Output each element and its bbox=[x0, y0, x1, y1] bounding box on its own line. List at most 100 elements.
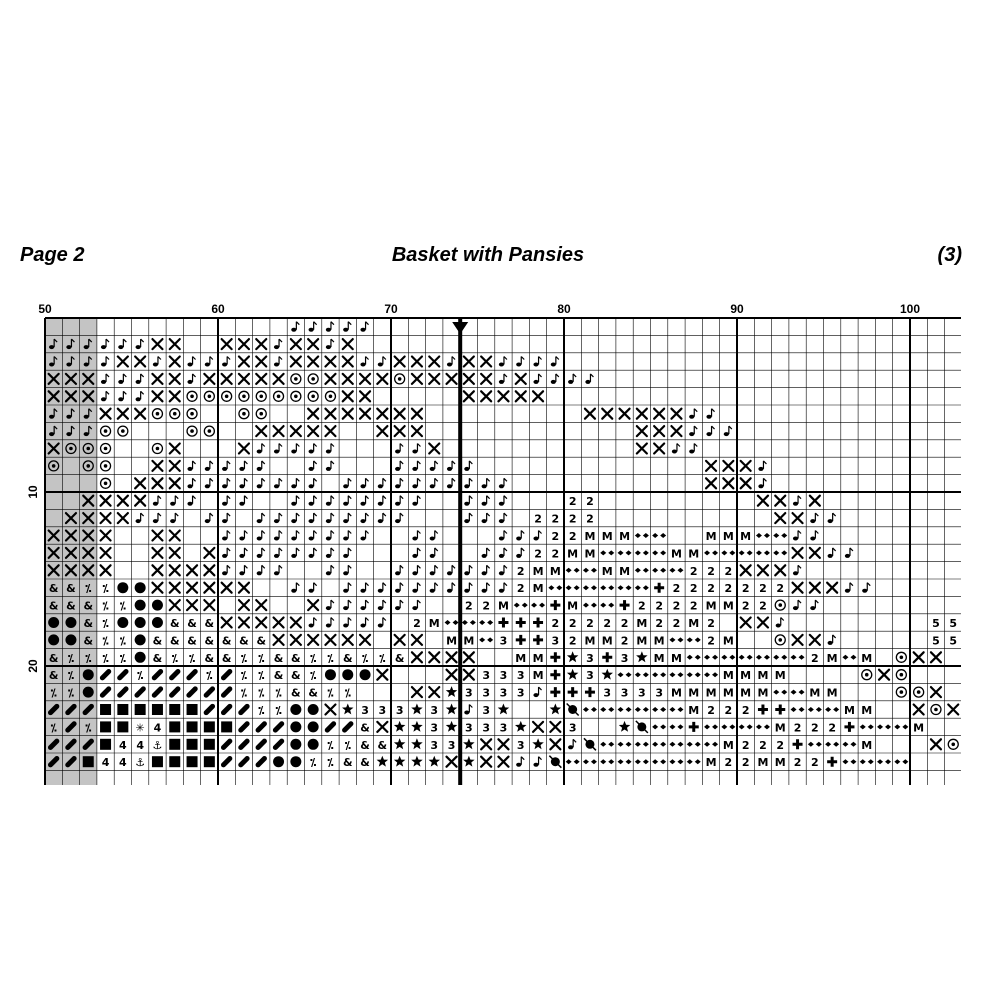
note-symbol bbox=[343, 547, 352, 558]
cross-symbol bbox=[341, 355, 354, 368]
cross-lines bbox=[410, 633, 424, 646]
ampersand-symbol: & bbox=[274, 652, 284, 665]
double-diamond-symbol bbox=[548, 585, 563, 591]
note-symbol bbox=[498, 564, 508, 576]
cross-symbol bbox=[47, 546, 60, 559]
note-flag bbox=[347, 617, 352, 621]
note-flag bbox=[399, 443, 404, 447]
diamond-left bbox=[582, 602, 589, 608]
note-symbol bbox=[689, 443, 698, 454]
note-symbol bbox=[308, 512, 318, 524]
note-head bbox=[325, 553, 332, 558]
note-head bbox=[723, 432, 729, 437]
plus-symbol bbox=[602, 652, 613, 663]
cross-lines bbox=[653, 442, 666, 455]
note-head bbox=[412, 588, 418, 593]
filled-square-symbol bbox=[203, 756, 215, 768]
inner-dot bbox=[899, 672, 904, 677]
note-symbol bbox=[135, 512, 145, 524]
diamond-left bbox=[704, 724, 711, 730]
note-flag bbox=[261, 443, 266, 447]
cross-symbol bbox=[808, 581, 821, 594]
double-diamond-symbol bbox=[617, 741, 632, 747]
diamond-right bbox=[781, 533, 788, 538]
double-diamond-symbol bbox=[600, 741, 615, 747]
diamond-left bbox=[479, 637, 486, 643]
cross-lines bbox=[376, 425, 389, 438]
slash-percent-symbol: ⁒ bbox=[68, 669, 74, 682]
note-head bbox=[377, 484, 383, 489]
cross-symbol bbox=[64, 372, 78, 385]
cross-lines bbox=[134, 494, 147, 507]
note-symbol bbox=[343, 495, 352, 506]
note-symbol bbox=[239, 564, 248, 576]
note-flag bbox=[468, 512, 473, 517]
note-symbol bbox=[498, 530, 508, 541]
plus-symbol bbox=[515, 617, 526, 628]
note-symbol bbox=[792, 599, 802, 611]
cross-symbol bbox=[635, 442, 648, 455]
note-symbol bbox=[100, 390, 110, 402]
note-head bbox=[862, 588, 868, 593]
dot-circle-symbol bbox=[220, 390, 233, 402]
star-symbol bbox=[515, 720, 527, 732]
diamond-left bbox=[686, 759, 693, 765]
text-symbol: M bbox=[723, 687, 734, 700]
cross-symbol bbox=[185, 599, 199, 612]
note-symbol bbox=[706, 425, 715, 437]
double-diamond-symbol bbox=[894, 759, 909, 765]
cross-symbol bbox=[618, 407, 631, 420]
cross-lines bbox=[428, 686, 441, 699]
cross-symbol bbox=[82, 512, 95, 525]
note-symbol bbox=[325, 564, 335, 576]
note-flag bbox=[468, 477, 473, 482]
cross-symbol bbox=[272, 633, 285, 646]
cross-lines bbox=[82, 512, 95, 525]
plus-symbol bbox=[688, 721, 699, 732]
cross-lines bbox=[255, 425, 268, 438]
note-symbol bbox=[412, 495, 421, 506]
star-symbol bbox=[411, 703, 423, 715]
note-symbol bbox=[792, 495, 802, 506]
cross-lines bbox=[168, 338, 181, 351]
pill-symbol bbox=[220, 738, 233, 750]
double-diamond-symbol bbox=[704, 741, 719, 747]
note-flag bbox=[330, 443, 335, 447]
cross-lines bbox=[134, 407, 147, 420]
cross-symbol bbox=[203, 581, 216, 594]
plus-symbol bbox=[533, 634, 544, 645]
text-symbol: M bbox=[671, 547, 682, 560]
cross-lines bbox=[341, 372, 354, 385]
note-head bbox=[464, 466, 470, 471]
note-head bbox=[325, 519, 332, 524]
note-flag bbox=[538, 686, 542, 691]
note-head bbox=[827, 640, 833, 645]
note-flag bbox=[866, 582, 871, 587]
note-flag bbox=[278, 547, 283, 552]
cross-symbol bbox=[324, 703, 337, 716]
plus-symbol bbox=[757, 704, 768, 715]
text-symbol: M bbox=[775, 721, 786, 734]
diamond-left bbox=[634, 533, 641, 538]
note-symbol bbox=[325, 599, 335, 611]
diamond-right bbox=[660, 724, 667, 730]
ampersand-symbol: & bbox=[49, 600, 59, 613]
filled-circle-symbol bbox=[134, 617, 146, 628]
cross-symbol bbox=[203, 546, 216, 559]
note-flag bbox=[572, 373, 577, 378]
note-head bbox=[135, 519, 141, 524]
text-symbol: 4 bbox=[119, 739, 127, 752]
note-head bbox=[568, 379, 574, 384]
note-head bbox=[273, 571, 280, 576]
cross-lines bbox=[307, 338, 320, 351]
note-flag bbox=[226, 356, 231, 360]
cross-symbol bbox=[116, 494, 129, 507]
note-symbol bbox=[395, 443, 404, 454]
dot-circle-symbol bbox=[774, 599, 786, 611]
text-symbol: M bbox=[550, 565, 561, 578]
cross-symbol bbox=[445, 372, 458, 385]
pill-symbol bbox=[255, 756, 267, 768]
text-symbol: 2 bbox=[707, 565, 715, 578]
cross-symbol bbox=[445, 755, 458, 768]
ampersand-symbol: & bbox=[49, 652, 59, 665]
